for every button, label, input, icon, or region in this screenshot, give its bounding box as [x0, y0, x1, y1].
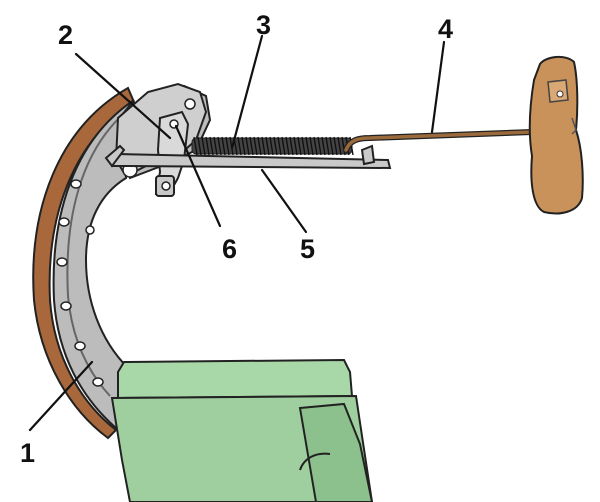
spring-coil — [241, 136, 246, 156]
spring-coil — [317, 136, 322, 156]
spring-coil — [217, 136, 222, 156]
strut-bar-hook — [360, 144, 376, 166]
callout-1: 1 — [20, 438, 35, 468]
spring-coil — [221, 136, 226, 156]
handle-screw-icon — [556, 90, 564, 98]
spring-coil — [209, 136, 214, 156]
callout-4: 4 — [438, 14, 453, 44]
spring-coil — [213, 136, 218, 156]
spring-coil — [277, 136, 282, 156]
spring-coil — [333, 136, 338, 156]
spring-coil — [325, 136, 330, 156]
tension-spring — [191, 136, 354, 156]
head-hole-small-icon — [184, 98, 196, 110]
handle-plate — [547, 79, 569, 103]
callout-3: 3 — [256, 10, 271, 40]
callout-2: 2 — [58, 20, 73, 50]
spring-coil — [273, 136, 278, 156]
leader-3 — [230, 34, 264, 150]
callout-6: 6 — [222, 234, 237, 264]
brake-lining — [32, 86, 136, 440]
lever-foot-hole-icon — [161, 181, 171, 191]
spring-coil — [205, 136, 210, 156]
spring-coil — [193, 136, 198, 156]
leader-4 — [430, 40, 446, 134]
spring-coil — [309, 136, 314, 156]
spring-coil — [289, 136, 294, 156]
spring-coil — [329, 136, 334, 156]
handle-edge — [571, 117, 577, 135]
spring-coil — [265, 136, 270, 156]
spring-coil — [293, 136, 298, 156]
leader-5 — [260, 168, 308, 234]
spring-coil — [301, 136, 306, 156]
spring-coil — [313, 136, 318, 156]
spring-coil — [201, 136, 206, 156]
spring-coil — [281, 136, 286, 156]
strut-bar-end — [104, 144, 126, 168]
spring-coil — [269, 136, 274, 156]
leader-6 — [174, 124, 222, 228]
spring-coil — [285, 136, 290, 156]
rivet-holes — [56, 179, 104, 387]
spring-coil — [245, 136, 250, 156]
leader-lines — [28, 34, 446, 432]
spring-coil — [237, 136, 242, 156]
spring-coil — [297, 136, 302, 156]
spring-coil — [261, 136, 266, 156]
spring-coil — [321, 136, 326, 156]
callout-5: 5 — [300, 234, 315, 264]
leader-1 — [28, 360, 94, 432]
spring-coil — [197, 136, 202, 156]
leader-2 — [74, 52, 172, 140]
puller-rod-fill — [344, 130, 534, 152]
bench-vise — [110, 358, 374, 502]
spring-coil — [305, 136, 310, 156]
spring-coil — [257, 136, 262, 156]
spring-coil — [249, 136, 254, 156]
spring-coil — [337, 136, 342, 156]
spring-coil — [253, 136, 258, 156]
puller-handle — [528, 56, 584, 215]
spring-coil — [225, 136, 230, 156]
strut-bar — [108, 152, 392, 170]
